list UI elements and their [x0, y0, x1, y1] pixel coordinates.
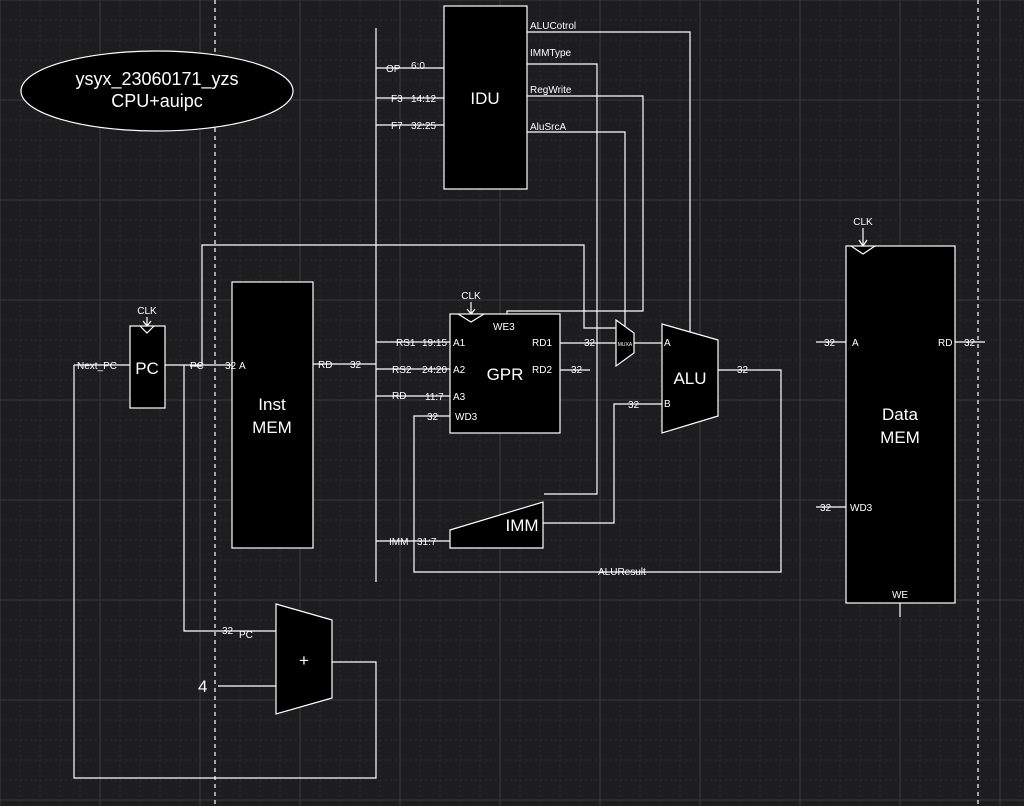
alu-b-label: B — [664, 399, 671, 410]
rd-label: RD — [392, 391, 406, 402]
inst-mem-label-1: Inst — [258, 395, 286, 414]
data-mem-label-1: Data — [882, 405, 918, 424]
data-mem-rd-label: RD — [938, 338, 952, 349]
inst-mem-rd-label: RD — [318, 360, 332, 371]
reg-write-label: RegWrite — [530, 85, 572, 96]
adder-block — [275, 603, 333, 715]
adder-const-label: 4 — [198, 677, 207, 696]
idu-block — [443, 5, 528, 190]
data-mem-label-2: MEM — [880, 428, 920, 447]
inst-mem-a-width: 32 — [225, 361, 237, 372]
data-mem-we-label: WE — [892, 590, 908, 601]
pc-clock-triangle — [139, 325, 155, 334]
pc-block — [129, 325, 166, 409]
alu-label: ALU — [673, 369, 706, 388]
gpr-wd3-width: 32 — [427, 412, 439, 423]
data-mem-a-label: A — [852, 338, 859, 349]
inst-mem-rd-width: 32 — [350, 360, 362, 371]
alu-block — [661, 323, 719, 434]
pc-out-label: PC — [190, 361, 204, 372]
inst-mem-label-2: MEM — [252, 418, 292, 437]
gpr-rd2-width: 32 — [571, 365, 583, 376]
title-ellipse — [20, 50, 294, 132]
f3-label: F3 — [391, 94, 403, 105]
f7-bits-label: 32:25 — [411, 121, 436, 132]
data-mem-a-width: 32 — [824, 338, 836, 349]
adder-label: + — [299, 651, 309, 670]
alu-src-a-label: AluSrcA — [530, 122, 566, 133]
data-mem-block — [845, 245, 956, 604]
rs1-label: RS1 — [396, 338, 416, 349]
data-mem-clock-triangle — [850, 245, 876, 255]
wires — [73, 28, 985, 779]
gpr-wd3-label: WD3 — [455, 412, 478, 423]
data-mem-wd3-width: 32 — [820, 503, 832, 514]
gpr-rd2-label: RD2 — [532, 365, 552, 376]
gpr-block — [449, 313, 561, 434]
rs1-bits-label: 19:15 — [422, 338, 447, 349]
data-mem-rd-width: 32 — [964, 338, 976, 349]
rd-bits-label: 11:7 — [425, 392, 444, 403]
gpr-rd1-width: 32 — [584, 338, 596, 349]
imm-bits-label: 31:7 — [417, 537, 437, 548]
imm-in-label: IMM — [389, 537, 408, 548]
imm-type-label: IMMType — [530, 48, 572, 59]
rs2-label: RS2 — [392, 365, 412, 376]
gpr-clk-label: CLK — [461, 291, 481, 302]
gpr-clock-triangle — [457, 313, 485, 323]
gpr-a1-label: A1 — [453, 338, 466, 349]
f7-label: F7 — [391, 121, 403, 132]
data-mem-clk-label: CLK — [853, 217, 873, 228]
next-pc-label: Next_PC — [77, 361, 117, 372]
rs2-bits-label: 24:20 — [422, 365, 447, 376]
alu-result-label: ALUResult — [598, 567, 646, 578]
op-label: OP — [386, 64, 401, 75]
muxa-label: MUXA — [618, 342, 633, 348]
gpr-a2-label: A2 — [453, 365, 466, 376]
idu-label: IDU — [470, 89, 499, 108]
imm-block — [449, 501, 544, 549]
adder-pc-width: 32 — [222, 626, 234, 637]
alu-control-label: ALUCotrol — [530, 21, 576, 32]
adder-pc-label: PC — [239, 630, 253, 641]
gpr-a3-label: A3 — [453, 392, 466, 403]
title-line1: ysyx_23060171_yzs — [75, 69, 238, 90]
pc-clk-label: CLK — [137, 306, 157, 317]
op-bits-label: 6:0 — [411, 61, 425, 72]
pc-label: PC — [135, 359, 159, 378]
gpr-we3-label: WE3 — [493, 322, 515, 333]
muxa-block — [615, 318, 635, 368]
gpr-rd1-label: RD1 — [532, 338, 552, 349]
data-mem-wd3-label: WD3 — [850, 503, 873, 514]
gpr-label: GPR — [487, 365, 524, 384]
alu-a-label: A — [664, 338, 671, 349]
title-line2: CPU+auipc — [111, 91, 203, 111]
inst-mem-a-label: A — [239, 361, 246, 372]
f3-bits-label: 14:12 — [411, 94, 436, 105]
imm-label: IMM — [505, 516, 538, 535]
alu-out-width: 32 — [737, 365, 749, 376]
alu-b-width: 32 — [628, 400, 640, 411]
inst-mem-block — [231, 281, 314, 549]
